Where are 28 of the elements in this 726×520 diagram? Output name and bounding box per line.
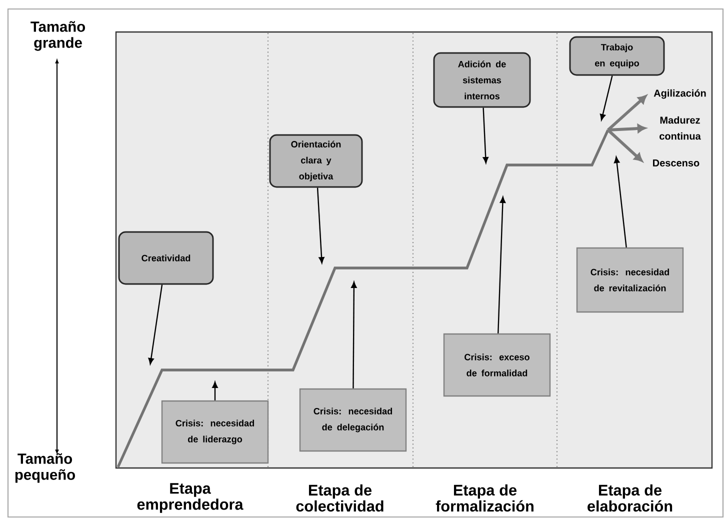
outcome-label: Madurez continua bbox=[660, 116, 701, 140]
axis-label: Tamaño grande bbox=[30, 21, 85, 51]
leader-arrow bbox=[498, 196, 506, 334]
rounded-box: Trabajo en equipo bbox=[569, 36, 665, 76]
branch-arrow bbox=[608, 124, 646, 133]
crisis-box: Crisis: necesidad de liderazgo bbox=[161, 400, 269, 464]
leader-arrow bbox=[614, 156, 627, 248]
leader-arrow bbox=[482, 108, 488, 164]
axis-label: Tamaño pequeño bbox=[15, 453, 75, 483]
leader-arrow bbox=[148, 284, 163, 364]
outcome-label: Agilización bbox=[654, 89, 706, 99]
stage-label: Etapa de colectividad bbox=[296, 484, 384, 512]
stage-label: Etapa de formalización bbox=[436, 484, 534, 512]
leader-arrow bbox=[212, 382, 218, 400]
branch-arrow bbox=[607, 95, 647, 132]
crisis-box: Crisis: necesidad de delegación bbox=[299, 388, 407, 452]
rounded-box: Creatividad bbox=[118, 231, 214, 285]
branch-arrow bbox=[607, 128, 643, 162]
crisis-box: Crisis: necesidad de revitalización bbox=[576, 247, 684, 313]
leader-arrow bbox=[351, 282, 357, 388]
rounded-box: Adición de sistemas internos bbox=[433, 52, 531, 108]
crisis-box: Crisis: exceso de formalidad bbox=[443, 333, 551, 397]
stage-label: Etapa de elaboración bbox=[588, 484, 672, 512]
leader-arrow bbox=[600, 76, 613, 120]
rounded-box: Orientación clara y objetiva bbox=[269, 134, 363, 188]
stage-label: Etapa emprendedora bbox=[137, 483, 244, 513]
outcome-label: Descenso bbox=[653, 160, 700, 166]
leader-arrow bbox=[316, 188, 324, 264]
